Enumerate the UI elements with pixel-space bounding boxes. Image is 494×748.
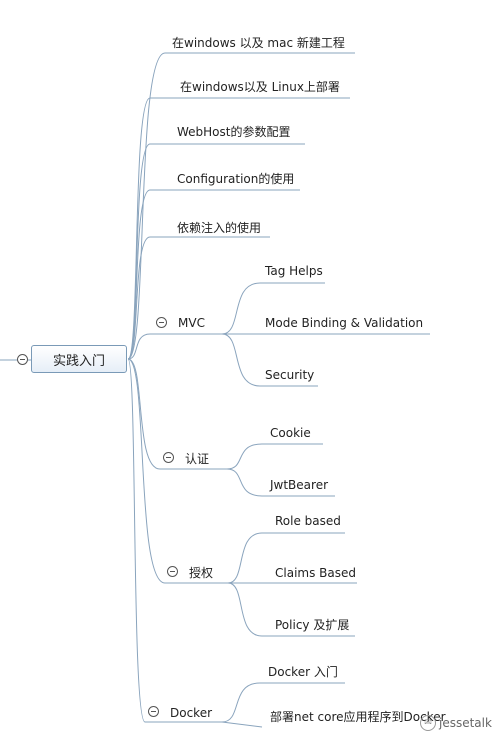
docker-intro[interactable]: Docker 入门: [268, 665, 338, 679]
watermark-text: jessetalk: [439, 716, 492, 730]
authz-claims-based[interactable]: Claims Based: [275, 566, 356, 580]
branch-new-project[interactable]: 在windows 以及 mac 新建工程: [172, 36, 345, 50]
docker-child-2-curve: [221, 721, 263, 728]
branch-configuration[interactable]: Configuration的使用: [177, 172, 295, 186]
mvc-tag-helps[interactable]: Tag Helps: [265, 264, 323, 278]
authz-curve: [127, 358, 166, 584]
authz-collapse-icon[interactable]: [167, 566, 178, 577]
auth-curve: [127, 358, 161, 470]
mvc-curve: [127, 333, 151, 360]
branch-mvc[interactable]: MVC: [178, 316, 205, 330]
branch-authentication[interactable]: 认证: [185, 452, 210, 466]
authz-child-3-curve: [227, 582, 263, 637]
branch-docker[interactable]: Docker: [170, 706, 213, 720]
root-node[interactable]: 实践入门: [31, 345, 127, 373]
branch-di-line-curve: [127, 236, 151, 360]
branch-webhost[interactable]: WebHost的参数配置: [177, 125, 291, 139]
docker-curve: [127, 358, 146, 723]
auth-jwtbearer[interactable]: JwtBearer: [270, 478, 329, 492]
branch-di[interactable]: 依赖注入的使用: [177, 221, 262, 235]
branch-configuration-line-curve: [127, 189, 151, 360]
mvc-child-1-curve: [221, 282, 261, 335]
wechat-icon: ✉: [420, 715, 436, 731]
auth-cookie[interactable]: Cookie: [270, 426, 311, 440]
auth-child-2-curve: [226, 468, 263, 497]
branch-new-project-line-curve: [127, 52, 166, 360]
docker-deploy[interactable]: 部署net core应用程序到Docker: [270, 710, 446, 724]
root-label: 实践入门: [52, 353, 105, 369]
auth-child-1-curve: [226, 443, 263, 470]
root-collapse-icon[interactable]: [17, 354, 28, 365]
authz-policy[interactable]: Policy 及扩展: [275, 618, 350, 632]
docker-child-1-curve: [221, 682, 261, 723]
branch-authorization[interactable]: 授权: [189, 566, 214, 580]
authz-child-1-curve: [227, 532, 263, 584]
watermark: ✉ jessetalk: [420, 715, 492, 731]
branch-deploy[interactable]: 在windows以及 Linux上部署: [180, 80, 340, 94]
mvc-security[interactable]: Security: [265, 368, 315, 382]
mvc-collapse-icon[interactable]: [156, 317, 167, 328]
mvc-child-3-curve: [221, 333, 261, 387]
auth-collapse-icon[interactable]: [163, 452, 174, 463]
docker-collapse-icon[interactable]: [148, 706, 159, 717]
authz-role-based[interactable]: Role based: [275, 514, 341, 528]
mvc-model-binding[interactable]: Mode Binding & Validation: [265, 316, 424, 330]
